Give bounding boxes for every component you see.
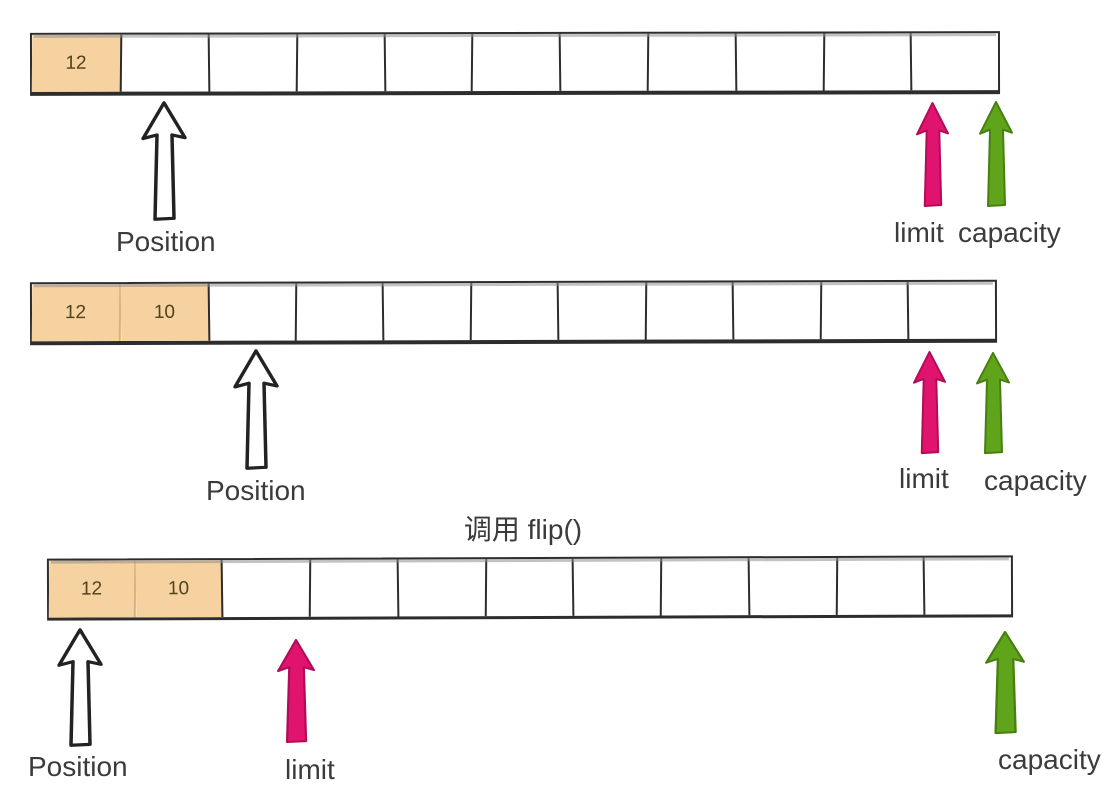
buffer-row-2: 12 10 <box>29 279 998 346</box>
buffer-cell <box>560 33 650 91</box>
position-arrow-icon <box>233 349 279 471</box>
capacity-arrow-icon <box>985 630 1025 736</box>
buffer-cell <box>209 283 298 341</box>
buffer-cell <box>121 34 211 92</box>
position-arrow-icon <box>141 101 187 222</box>
position-arrow-icon <box>57 628 103 748</box>
capacity-label: capacity <box>958 217 1061 248</box>
buffer-cell: 12 <box>31 284 122 342</box>
buffer-cell <box>310 559 399 617</box>
capacity-label: capacity <box>984 465 1087 496</box>
capacity-arrow-icon <box>976 351 1010 456</box>
buffer-cell: 10 <box>120 283 211 342</box>
position-label: Position <box>206 475 306 506</box>
buffer-cell <box>398 559 487 617</box>
buffer-cell <box>912 33 998 90</box>
buffer-cell <box>734 282 823 340</box>
buffer-cell <box>824 33 913 91</box>
buffer-row-3: 12 10 <box>46 555 1014 621</box>
buffer-cell <box>573 558 663 616</box>
buffer-cell: 12 <box>48 560 137 618</box>
buffer-cell <box>648 33 737 91</box>
limit-arrow-icon <box>277 638 315 745</box>
buffer-cell <box>472 33 562 92</box>
buffer-cell <box>559 282 648 340</box>
flip-call-title: 调用 flip() <box>463 514 583 545</box>
limit-arrow-icon <box>916 101 949 209</box>
capacity-label: capacity <box>998 744 1101 775</box>
limit-label: limit <box>899 463 949 494</box>
buffer-cell <box>837 557 926 615</box>
position-label: Position <box>28 751 128 782</box>
capacity-arrow-icon <box>979 100 1013 209</box>
buffer-cell <box>297 34 386 92</box>
buffer-cell <box>384 283 473 341</box>
buffer-cell <box>749 557 838 616</box>
buffer-cell <box>646 282 735 340</box>
buffer-cell <box>485 558 575 617</box>
buffer-cell <box>385 34 474 92</box>
buffer-cell <box>209 34 298 92</box>
buffer-cell <box>925 557 1011 614</box>
buffer-cell <box>297 283 386 341</box>
buffer-cell <box>909 282 995 339</box>
limit-label: limit <box>894 217 944 248</box>
position-label: Position <box>116 226 216 257</box>
buffer-cell <box>821 281 910 340</box>
buffer-cell: 10 <box>135 560 224 618</box>
limit-label: limit <box>285 754 335 785</box>
buffer-cell <box>471 282 561 341</box>
buffer-cell <box>661 558 751 616</box>
buffer-cell <box>222 559 312 618</box>
buffer-cell <box>736 33 825 91</box>
buffer-cell: 12 <box>31 34 123 92</box>
buffer-row-1: 12 <box>29 31 1001 96</box>
limit-arrow-icon <box>913 350 946 456</box>
